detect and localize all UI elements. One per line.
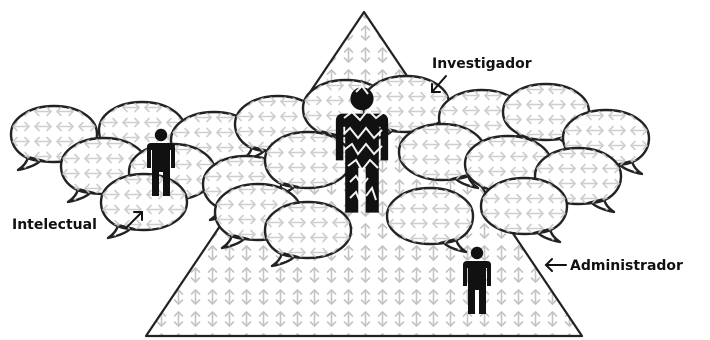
administrador-label: Administrador bbox=[570, 258, 683, 274]
intelectual-label: Intelectual bbox=[12, 217, 97, 233]
investigador-label: Investigador bbox=[432, 56, 532, 72]
arrow-icon bbox=[546, 259, 566, 271]
speech-bubble-cloud bbox=[11, 76, 649, 266]
administrador-callout: Administrador bbox=[546, 258, 683, 274]
investigador-callout: Investigador bbox=[432, 56, 532, 92]
speech-bubble bbox=[101, 174, 187, 238]
